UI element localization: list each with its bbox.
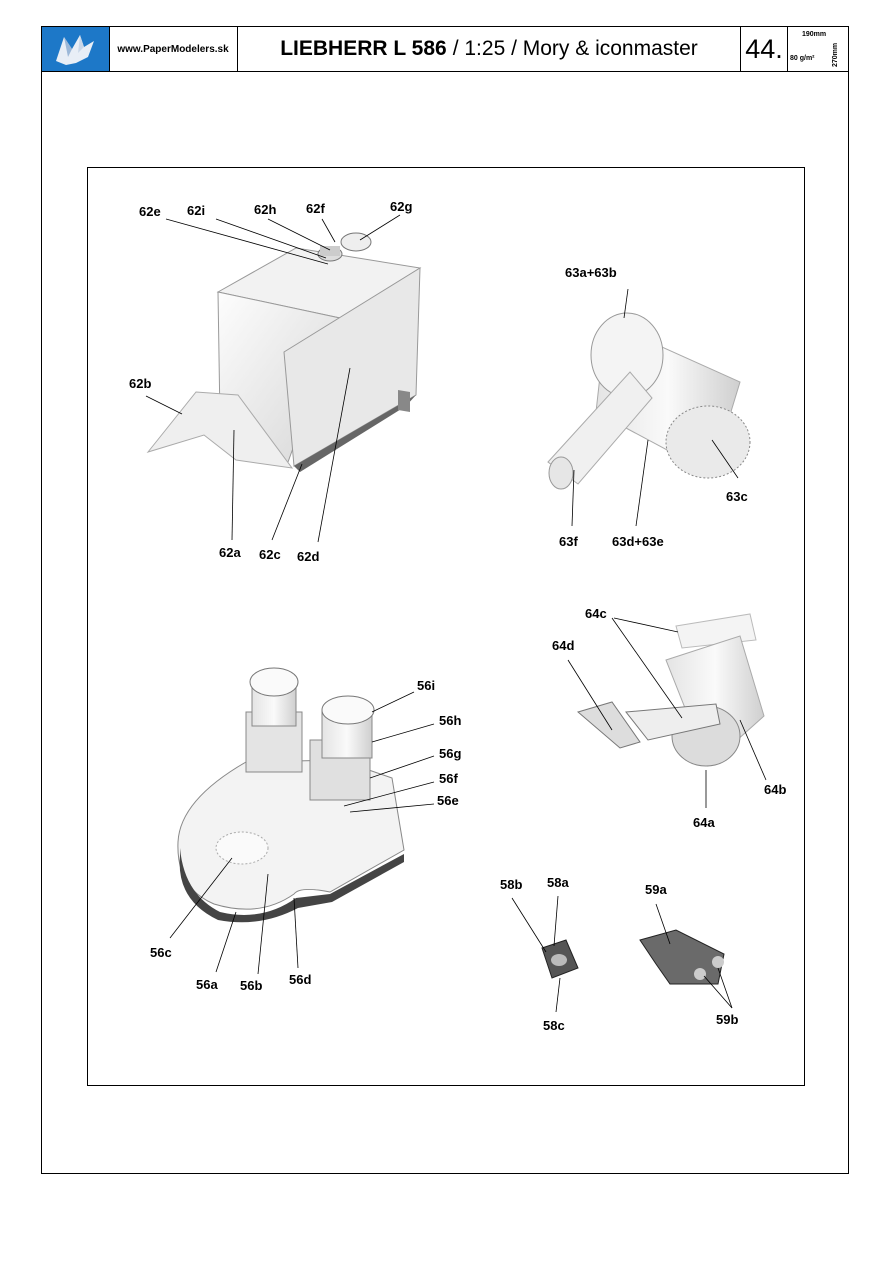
tank-62-illustration xyxy=(146,232,422,472)
label-63d-63e: 63d+63e xyxy=(612,534,664,549)
page-number: 44. xyxy=(741,27,788,71)
label-56g: 56g xyxy=(439,746,462,761)
paper-width: 190mm xyxy=(802,31,827,38)
papermodelers-logo xyxy=(42,27,110,71)
label-56b: 56b xyxy=(240,978,263,993)
label-62a: 62a xyxy=(219,545,241,560)
label-59b: 59b xyxy=(716,1012,739,1027)
scale-authors: / 1:25 / Mory & iconmaster xyxy=(452,37,698,60)
model-name: LIEBHERR L 586 xyxy=(280,37,447,60)
label-62g: 62g xyxy=(390,199,413,214)
label-62f: 62f xyxy=(306,201,325,216)
label-62d: 62d xyxy=(297,549,320,564)
label-56a: 56a xyxy=(196,977,218,992)
cylinder-63-illustration xyxy=(547,312,751,490)
label-63f: 63f xyxy=(559,534,578,549)
page-frame: www.PaperModelers.sk LIEBHERR L 586 / 1:… xyxy=(41,26,849,1174)
label-56c: 56c xyxy=(150,945,172,960)
page-title: LIEBHERR L 586 / 1:25 / Mory & iconmaste… xyxy=(238,27,741,71)
base-plate-56-illustration xyxy=(177,667,405,923)
label-64d: 64d xyxy=(552,638,575,653)
label-63c: 63c xyxy=(726,489,748,504)
paper-weight: 80 g/m² xyxy=(790,55,815,62)
label-62c: 62c xyxy=(259,547,281,562)
photo-frame xyxy=(87,167,805,1086)
cylinder-64-illustration xyxy=(576,613,765,767)
label-62i: 62i xyxy=(187,203,206,218)
label-56e: 56e xyxy=(437,793,459,808)
bracket-58-illustration xyxy=(541,939,579,979)
leader-lines xyxy=(145,214,767,1013)
label-56h: 56h xyxy=(439,713,462,728)
label-58a: 58a xyxy=(547,875,569,890)
label-62e: 62e xyxy=(139,204,161,219)
label-56d: 56d xyxy=(289,972,312,987)
label-64b: 64b xyxy=(764,782,787,797)
label-58c: 58c xyxy=(543,1018,565,1033)
label-62b: 62b xyxy=(129,376,152,391)
label-64c: 64c xyxy=(585,606,607,621)
header-bar: www.PaperModelers.sk LIEBHERR L 586 / 1:… xyxy=(42,27,848,72)
site-url[interactable]: www.PaperModelers.sk xyxy=(109,27,238,71)
label-58b: 58b xyxy=(500,877,523,892)
label-56f: 56f xyxy=(439,771,458,786)
label-64a: 64a xyxy=(693,815,715,830)
bracket-59-illustration xyxy=(639,929,725,985)
label-59a: 59a xyxy=(645,882,667,897)
paper-spec: 190mm 80 g/m² 270mm xyxy=(788,27,848,71)
label-56i: 56i xyxy=(417,678,436,693)
label-62h: 62h xyxy=(254,202,277,217)
label-63a-63b: 63a+63b xyxy=(565,265,617,280)
